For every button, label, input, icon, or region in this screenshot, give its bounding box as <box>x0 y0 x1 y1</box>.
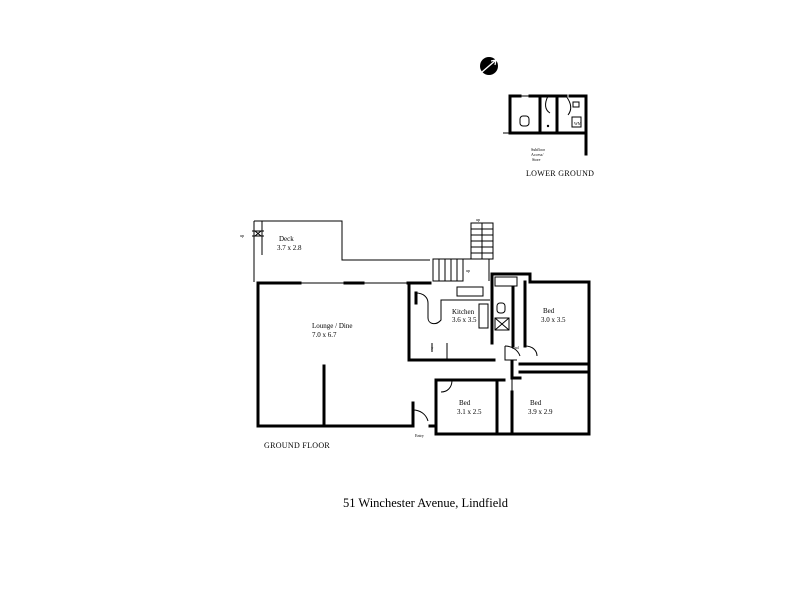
fridge-label: F <box>431 346 434 351</box>
deck-dims: 3.7 x 2.8 <box>277 244 302 252</box>
north-arrow-icon <box>480 57 498 75</box>
lower-ground-plan: WM Subfloor Access/ Store LOWER GROUND <box>503 94 594 178</box>
deck-up-label: up <box>240 233 244 238</box>
ground-floor-title: GROUND FLOOR <box>264 441 330 450</box>
property-address: 51 Winchester Avenue, Lindfield <box>343 496 509 510</box>
ground-floor-plan: up up up F Kitchen <box>240 217 591 450</box>
laundry-tub-icon <box>571 116 582 128</box>
entry-label: Entry <box>415 433 424 438</box>
stairs: up up <box>432 217 494 282</box>
lower-ground-title: LOWER GROUND <box>526 169 594 178</box>
bed2-name: Bed <box>459 399 471 407</box>
deck-name: Deck <box>279 235 294 243</box>
cupboard-label: Cpd <box>512 345 519 350</box>
stair-up-label-lower: up <box>466 268 470 273</box>
wm-label: WM <box>574 121 582 126</box>
kitchen-dims: 3.6 x 3.5 <box>452 316 477 324</box>
bed3-name: Bed <box>530 399 542 407</box>
kitchen-name: Kitchen <box>452 308 475 316</box>
bed1-dims: 3.0 x 3.5 <box>541 316 566 324</box>
subfloor-label-line1: Subfloor <box>531 147 546 152</box>
bed1-name: Bed <box>543 307 555 315</box>
toilet-icon <box>519 115 530 127</box>
stair-up-label: up <box>476 217 480 222</box>
bed3-dims: 3.9 x 2.9 <box>528 408 553 416</box>
bathtub-icon <box>494 276 518 287</box>
bed2-dims: 3.1 x 2.5 <box>457 408 482 416</box>
kitchen-sink-icon <box>456 286 484 297</box>
subfloor-label-line3: Store <box>532 157 541 162</box>
shower-icon <box>494 317 510 331</box>
toilet-icon-ground <box>496 302 506 314</box>
lounge-dims: 7.0 x 6.7 <box>312 331 337 339</box>
sink-icon <box>572 101 580 108</box>
lounge-name: Lounge / Dine <box>312 322 352 330</box>
subfloor-label-line2: Access/ <box>531 152 544 157</box>
